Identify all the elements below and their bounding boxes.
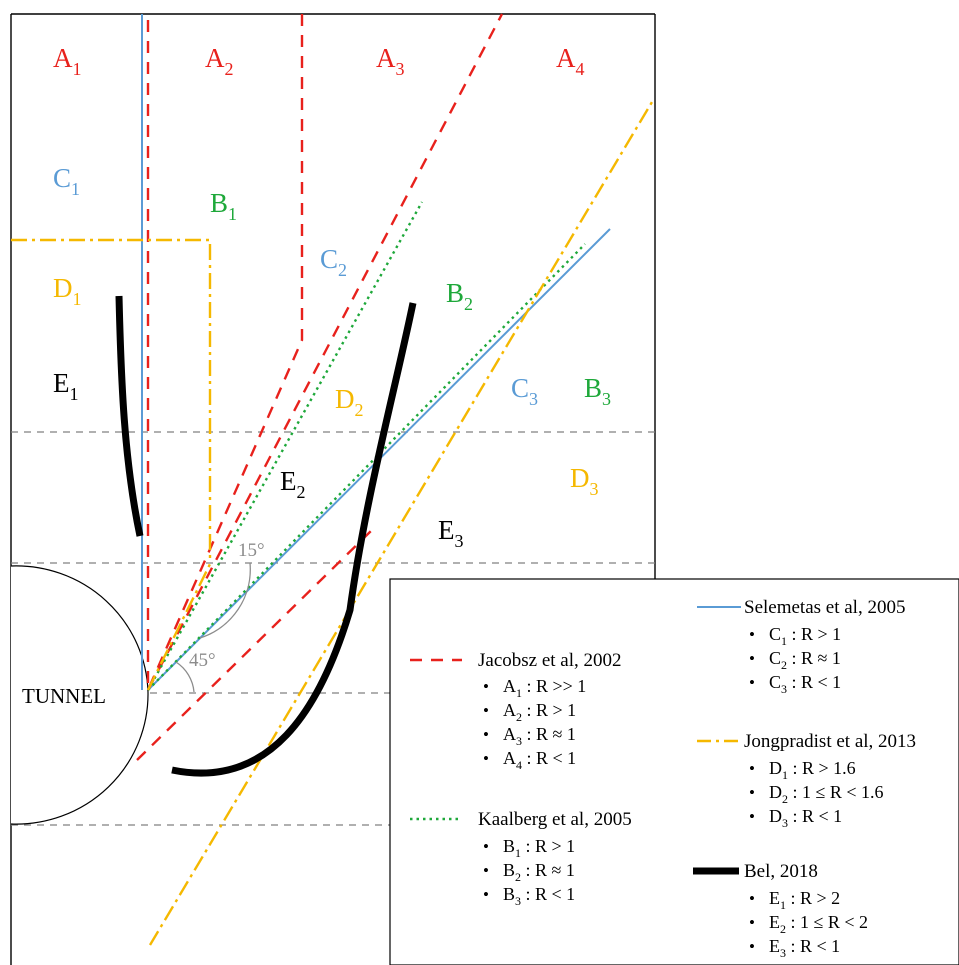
legend-bullet: • (749, 937, 755, 956)
legend-bullet: • (749, 625, 755, 644)
legend-box (389, 578, 959, 965)
legend-bullet: • (749, 673, 755, 692)
legend-bullet: • (483, 749, 489, 768)
jacobsz-lines (136, 13, 504, 761)
legend-bullet: • (483, 885, 489, 904)
legend-bullet: • (749, 759, 755, 778)
legend-bullet: • (483, 677, 489, 696)
jongpradist-lines (11, 101, 654, 946)
depth-guide-lines (11, 431, 655, 826)
angle-15-label: 15° (238, 540, 265, 561)
legend-item-c1: C1 : R > 1 (769, 624, 841, 648)
kaalberg-lines (146, 201, 586, 691)
legend-title-selemetas: Selemetas et al, 2005 (744, 597, 905, 618)
legend-item-d2: D2 : 1 ≤ R < 1.6 (769, 782, 884, 806)
legend-bullet: • (483, 725, 489, 744)
legend-item-a4: A4 : R < 1 (503, 748, 576, 772)
zone-label-e1: E1 (53, 368, 79, 404)
zone-label-d1: D1 (53, 273, 82, 309)
legend-bullet: • (483, 837, 489, 856)
legend-item-b1: B1 : R > 1 (503, 836, 575, 860)
legend-title-kaalberg: Kaalberg et al, 2005 (478, 809, 632, 830)
legend: Jacobsz et al, 2002 • A1 : R >> 1 • A2 : R >… (410, 597, 916, 960)
legend-item-d1: D1 : R > 1.6 (769, 758, 856, 782)
zone-label-a1: A1 (53, 43, 82, 79)
zone-label-e3: E3 (438, 515, 464, 551)
legend-item-b3: B3 : R < 1 (503, 884, 575, 908)
zone-label-a2: A2 (205, 43, 234, 79)
tunnel-arc (10, 565, 149, 825)
legend-bullet: • (749, 649, 755, 668)
zone-label-c1: C1 (53, 163, 80, 199)
zone-label-b3: B3 (584, 373, 611, 409)
legend-bullet: • (749, 913, 755, 932)
legend-item-c3: C3 : R < 1 (769, 672, 841, 696)
zone-label-c3: C3 (511, 373, 538, 409)
legend-bullet: • (483, 701, 489, 720)
angle-45-label: 45° (189, 650, 216, 671)
legend-item-e3: E3 : R < 1 (769, 936, 840, 960)
zone-label-a4: A4 (556, 43, 585, 79)
legend-title-bel: Bel, 2018 (744, 861, 818, 882)
zone-label-c2: C2 (320, 244, 347, 280)
legend-item-a2: A2 : R > 1 (503, 700, 576, 724)
zone-label-b1: B1 (210, 188, 237, 224)
bel-curves (115, 295, 417, 777)
legend-item-c2: C2 : R ≈ 1 (769, 648, 841, 672)
legend-item-d3: D3 : R < 1 (769, 806, 842, 830)
legend-bullet: • (749, 889, 755, 908)
legend-item-a3: A3 : R ≈ 1 (503, 724, 576, 748)
zone-label-d3: D3 (570, 463, 599, 499)
legend-item-e2: E2 : 1 ≤ R < 2 (769, 912, 868, 936)
legend-item-b2: B2 : R ≈ 1 (503, 860, 575, 884)
legend-title-jacobsz: Jacobsz et al, 2002 (478, 650, 622, 671)
zone-label-a3: A3 (376, 43, 405, 79)
legend-item-e1: E1 : R > 2 (769, 888, 840, 912)
tunnel-label: TUNNEL (22, 684, 106, 708)
zone-label-b2: B2 (446, 278, 473, 314)
zone-label-e2: E2 (280, 466, 306, 502)
legend-bullet: • (483, 861, 489, 880)
zone-label-d2: D2 (335, 384, 364, 420)
legend-title-jongpradist: Jongpradist et al, 2013 (744, 731, 916, 752)
legend-bullet: • (749, 783, 755, 802)
legend-bullet: • (749, 807, 755, 826)
angle-markers (175, 562, 251, 693)
legend-item-a1: A1 : R >> 1 (503, 676, 586, 700)
